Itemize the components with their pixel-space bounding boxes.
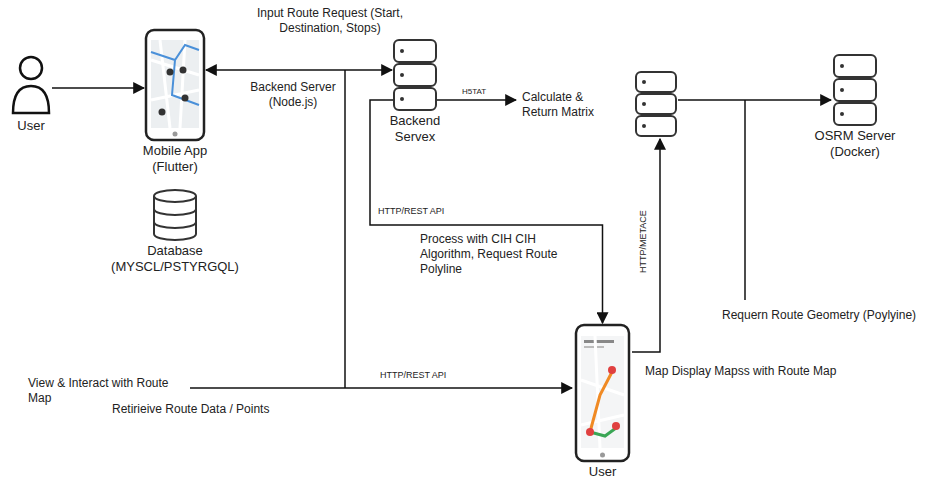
node-label: Backend Servex [370,110,460,146]
flow-line [190,70,831,388]
flow-line [632,139,660,352]
flow-label: Input Route Request (Start, Destination,… [250,6,410,36]
flow-label: HTTP/REST API [378,206,444,217]
flow-label: Map Display Mapss with Route Map [645,364,836,379]
flow-line [190,387,572,389]
flow-label: View & Interact with Route Map [28,376,178,406]
icon-area [146,30,204,140]
backend-server: Backend Servex [370,40,460,146]
icon-area [576,325,629,461]
flow-label: Backend Server (Node.js) [243,80,343,110]
node-label: OSRM Server (Docker) [800,125,910,161]
user-icon [13,57,49,113]
flow-line [744,100,746,300]
flow-label: HTTP/REST API [380,370,446,381]
flow-line [678,99,831,101]
user-phone: User [555,325,650,480]
icon-area [394,40,436,110]
node-label: User [555,461,650,480]
osrm-server: OSRM Server (Docker) [800,55,910,161]
flow-label: H5TAT [462,87,486,97]
database-icon [154,190,196,240]
node-label: Database (MYSCL/PSTYRGQL) [105,240,245,276]
phone-icon [146,30,204,140]
flow-line [344,70,346,388]
connector-arrow [206,69,392,71]
icon-area [11,55,51,115]
mobile-app: Mobile App (Flutter) [130,30,220,176]
server-icon [636,72,676,136]
icon-area [834,55,876,125]
node-label: Mobile App (Flutter) [130,140,220,176]
node-label: User [6,115,56,134]
server-icon [394,40,436,110]
connector-arrow [370,100,603,323]
user-actor: User [6,55,56,134]
flow-label: Calculate & Return Matrix [522,90,604,120]
icon-area [154,188,196,240]
phone-icon [576,325,629,461]
server-icon [834,55,876,125]
flow-label: Retirieive Route Data / Points [112,402,269,417]
connector-arrow [52,87,144,89]
flow-label: Requern Route Geometry (Poylyine) [722,308,916,323]
flow-line [437,99,516,101]
flow-label: HTTP/METACE [638,210,649,273]
flow-label: Process with CIH CIH Algorithm, Request … [420,232,565,277]
database: Database (MYSCL/PSTYRGQL) [105,188,245,276]
